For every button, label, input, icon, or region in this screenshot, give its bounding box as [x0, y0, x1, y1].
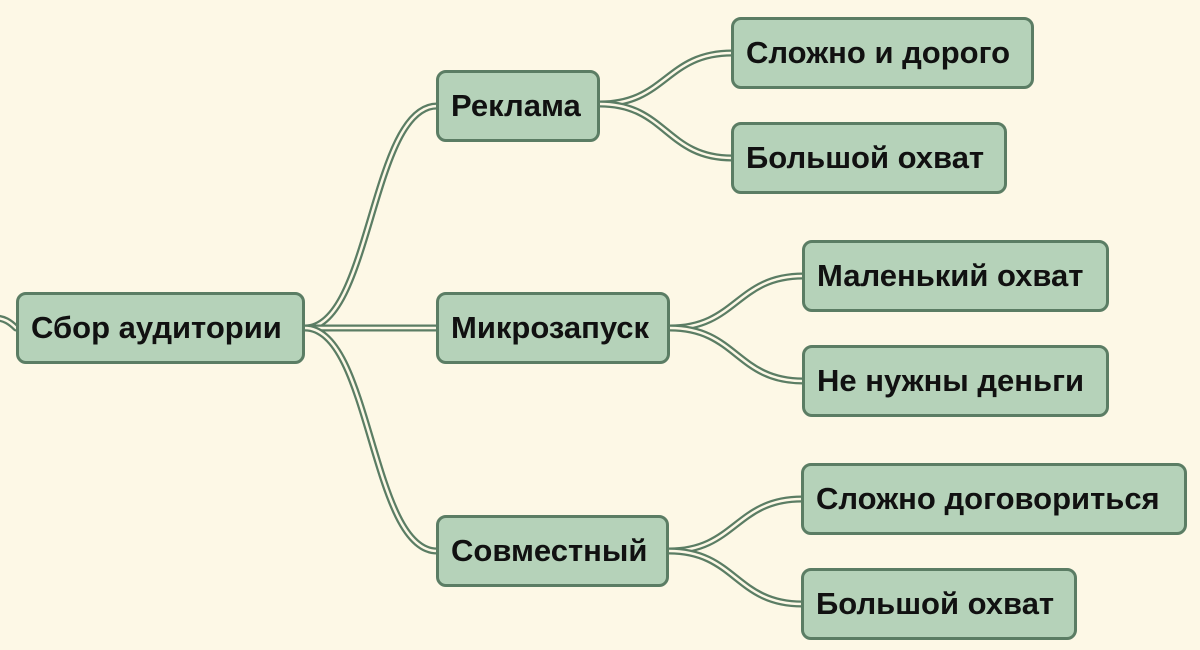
leaf-node-slozhno-dogovoritsya[interactable]: Сложно договориться — [801, 463, 1187, 535]
leaf-node-label: Сложно и дорого — [746, 35, 1011, 70]
connector-reklama-leaf-0 — [596, 49, 736, 108]
root-incoming-connector — [0, 314, 20, 332]
connector-sovmestny-leaf-0 — [665, 495, 806, 555]
leaf-node-ne-nuzhny-dengi[interactable]: Не нужны деньги — [802, 345, 1109, 417]
connector-mikrozapusk-leaf-0 — [666, 272, 807, 332]
leaf-node-label: Большой охват — [816, 586, 1055, 621]
branch-node-label: Реклама — [451, 88, 581, 123]
leaf-node-label: Маленький охват — [817, 258, 1084, 293]
connector-root-reklama — [301, 102, 441, 332]
leaf-node-slozhno-i-dorogo[interactable]: Сложно и дорого — [731, 17, 1034, 89]
leaf-node-label: Сложно договориться — [816, 481, 1160, 516]
connector-reklama-leaf-1 — [596, 100, 736, 162]
connector-root-sovmestny — [301, 324, 441, 555]
branch-node-label: Совместный — [451, 533, 648, 568]
root-node[interactable]: Сбор аудитории — [16, 292, 305, 364]
leaf-node-bolshoy-ohvat[interactable]: Большой охват — [731, 122, 1007, 194]
leaf-node-label: Не нужны деньги — [817, 363, 1085, 398]
leaf-node-bolshoy-ohvat[interactable]: Большой охват — [801, 568, 1077, 640]
connector-sovmestny-leaf-1 — [665, 547, 806, 608]
branch-node-sovmestny[interactable]: Совместный — [436, 515, 669, 587]
branch-node-reklama[interactable]: Реклама — [436, 70, 600, 142]
branch-node-label: Микрозапуск — [451, 310, 650, 345]
leaf-node-malenkiy-ohvat[interactable]: Маленький охват — [802, 240, 1109, 312]
branch-node-mikrozapusk[interactable]: Микрозапуск — [436, 292, 670, 364]
leaf-node-label: Большой охват — [746, 140, 985, 175]
root-node-label: Сбор аудитории — [31, 310, 282, 345]
connector-mikrozapusk-leaf-1 — [666, 324, 807, 385]
